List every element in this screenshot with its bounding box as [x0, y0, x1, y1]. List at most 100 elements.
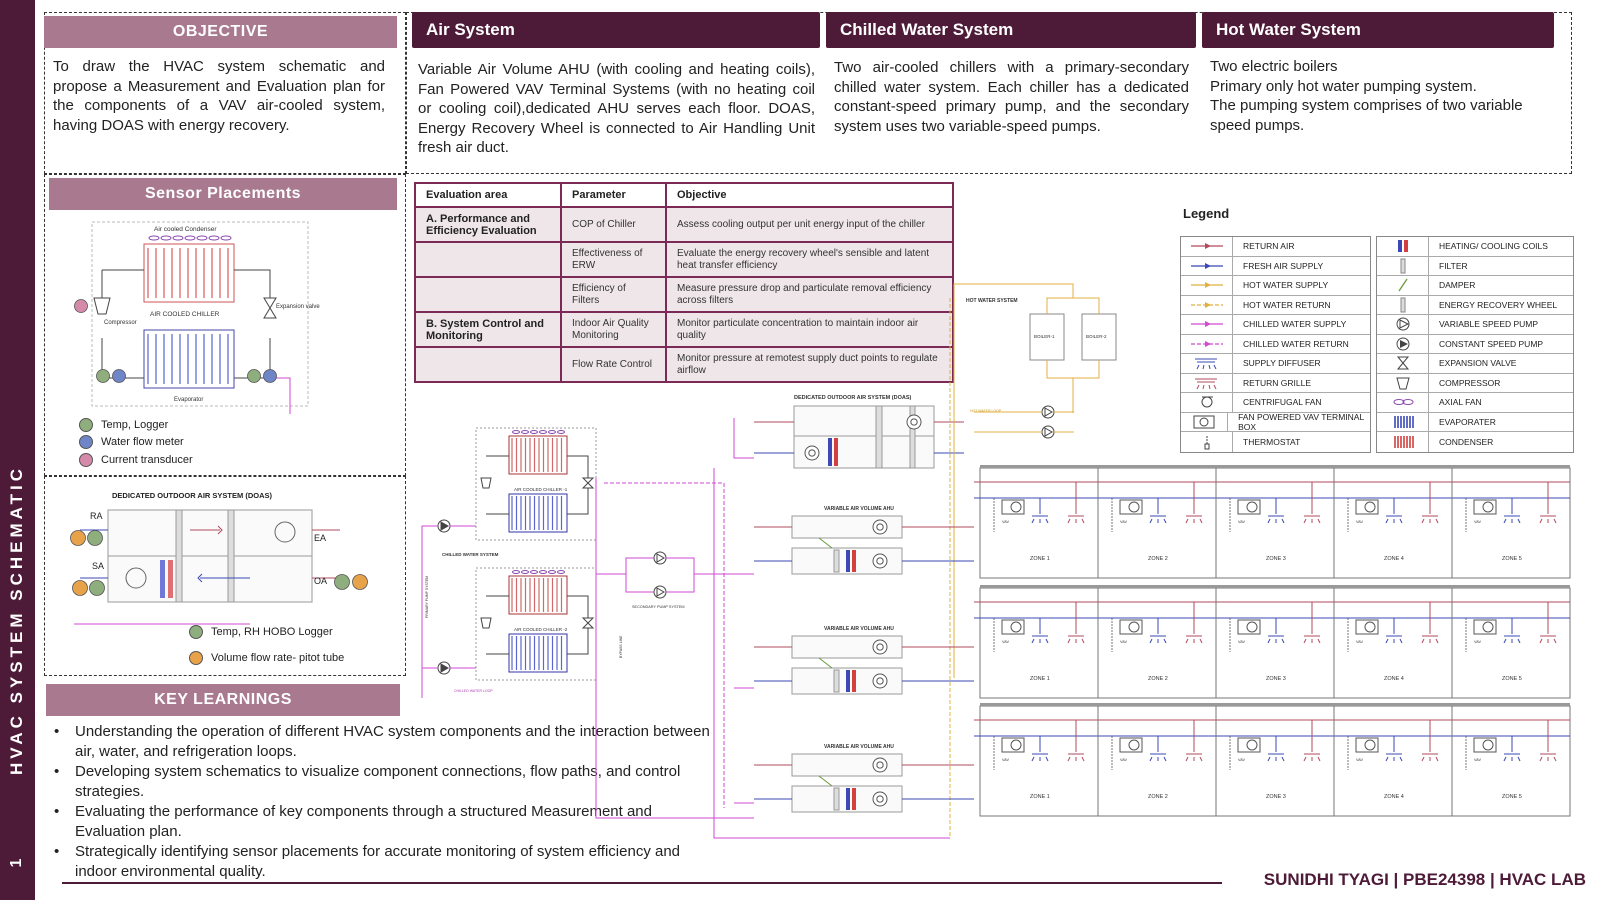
fan-hub [876, 761, 884, 769]
table-row: B. System Control and Monitoring Indoor … [414, 311, 954, 348]
table-cell: Monitor pressure at remotest supply duct… [665, 346, 954, 383]
vav-label: VAV [1120, 520, 1128, 524]
list-item: Evaluating the performance of key compon… [52, 802, 712, 842]
objective-text: To draw the HVAC system schematic and pr… [53, 58, 385, 134]
vav-box-icon [1355, 737, 1379, 753]
secondary-pump-line [596, 557, 744, 593]
vsp-icon [1396, 317, 1409, 331]
pitot-sensor [70, 530, 86, 546]
legend-label: AXIAL FAN [1439, 397, 1482, 408]
legend-symbol [1377, 315, 1429, 334]
hot-water-supply-line [953, 283, 1100, 678]
heating-coil [852, 670, 856, 692]
table-cell: Flow Rate Control [560, 346, 667, 383]
chilled-water-system-label: CHILLED WATER SYSTEM [442, 552, 499, 557]
legend-label: CONSTANT SPEED PUMP [1439, 338, 1544, 349]
fan-hub [876, 795, 884, 803]
vav-label: VAV [1474, 758, 1482, 762]
return-grille-icon [1421, 515, 1439, 524]
axial-fan-icon [539, 570, 547, 574]
ra-label: RA [90, 511, 103, 521]
floor-band [979, 705, 1571, 817]
table-row: A. Performance and Efficiency Evaluation… [414, 206, 954, 243]
table-cell: Efficiency of Filters [560, 276, 667, 313]
cooling-coil [160, 560, 165, 598]
pitot-dot [189, 651, 203, 665]
compressor-icon [480, 617, 492, 629]
coils-icon [1397, 240, 1408, 253]
centrifugal-fan-icon [872, 791, 888, 807]
damper-icon [818, 775, 833, 787]
filter-icon [833, 669, 840, 693]
supply-diffuser-icon [1267, 635, 1285, 644]
fan-hub [808, 449, 816, 457]
table-row: Efficiency of Filters Measure pressure d… [414, 276, 954, 313]
axial-fan-icon [148, 235, 232, 241]
vav-box-icon [1473, 737, 1497, 753]
damper-icon [1397, 278, 1408, 292]
legend-label: FRESH AIR SUPPLY [1243, 260, 1324, 271]
centrifugal-fan-icon [872, 673, 888, 689]
vav-label: VAV [1356, 758, 1364, 762]
compressor-icon [1395, 377, 1410, 390]
pump-arrow [1044, 427, 1054, 437]
doas-sensor-frame [44, 476, 406, 676]
floor-band [979, 587, 1571, 699]
doas-title: DEDICATED OUTDOOR AIR SYSTEM (DOAS) [794, 395, 912, 401]
centrifugal-fan-icon [125, 567, 147, 589]
return-grille-icon [1421, 635, 1439, 644]
filter-icon [833, 787, 840, 811]
hvac-schematic: DEDICATED OUTDOOR AIR SYSTEM (DOAS)HOT W… [421, 283, 1571, 839]
vav-label: VAV [1238, 520, 1246, 524]
expansion-valve-icon [1396, 356, 1409, 370]
fan-hub [876, 523, 884, 531]
return-grille-icon [1067, 635, 1085, 644]
compressor-icon [93, 297, 111, 315]
pump-arrow [440, 521, 450, 531]
legend-symbol [1181, 373, 1233, 392]
legend-label: EVAPORATER [1439, 416, 1496, 427]
return-grille-icon [1194, 378, 1217, 389]
legend-label: SUPPLY DIFFUSER [1243, 358, 1321, 369]
legend-row: EXPANSION VALVE [1377, 354, 1573, 374]
chilled-water-return-line [1190, 340, 1223, 347]
table-cell: A. Performance and Efficiency Evaluation [414, 206, 562, 243]
legend-symbol [1181, 237, 1233, 256]
hobo-sensor [89, 580, 105, 596]
evaporator-icon [1393, 415, 1414, 428]
legend-row: CHILLED WATER RETURN [1181, 334, 1370, 354]
sensor-key-label: Temp, RH HOBO Logger [211, 626, 333, 638]
current-sensor [74, 299, 88, 313]
hot-water-line: Two electric boilers [1210, 58, 1338, 75]
supply-diffuser-icon [1385, 515, 1403, 524]
legend-row: COMPRESSOR [1377, 373, 1573, 393]
legend-row: AXIAL FAN [1377, 393, 1573, 413]
vav-fan [1128, 739, 1140, 751]
legend-symbol [1377, 412, 1429, 431]
zone-label: ZONE 5 [1502, 794, 1522, 800]
legend-symbol [1181, 393, 1233, 412]
objective-heading: OBJECTIVE [44, 16, 397, 48]
supply-diffuser-icon [1503, 515, 1521, 524]
hot-water-line: Primary only hot water pumping system. [1210, 77, 1477, 95]
return-grille-icon [1303, 753, 1321, 762]
pitot-sensor [72, 580, 88, 596]
table-cell: B. System Control and Monitoring [414, 311, 562, 348]
chiller-label: AIR COOLED CHILLER [150, 311, 220, 318]
sensor-key-label: Water flow meter [101, 436, 184, 448]
expansion-label: Expansion valve [276, 304, 320, 310]
condenser-icon [508, 575, 568, 615]
fan-hub [876, 643, 884, 651]
sensor-key-pitot: Volume flow rate- pitot tube [189, 651, 344, 665]
air-system-heading: Air System [412, 12, 820, 48]
table-row: Effectiveness of ERW Evaluate the energy… [414, 241, 954, 278]
legend-row: ENERGY RECOVERY WHEEL [1377, 295, 1573, 315]
vav-box-icon [1119, 737, 1143, 753]
current-dot [79, 453, 93, 467]
cooling-coil [846, 788, 850, 810]
axial-fan-icon [521, 430, 529, 434]
list-item: Understanding the operation of different… [52, 722, 712, 762]
legend-symbol [1377, 354, 1429, 373]
chilled-water-supply-line [1190, 321, 1223, 328]
